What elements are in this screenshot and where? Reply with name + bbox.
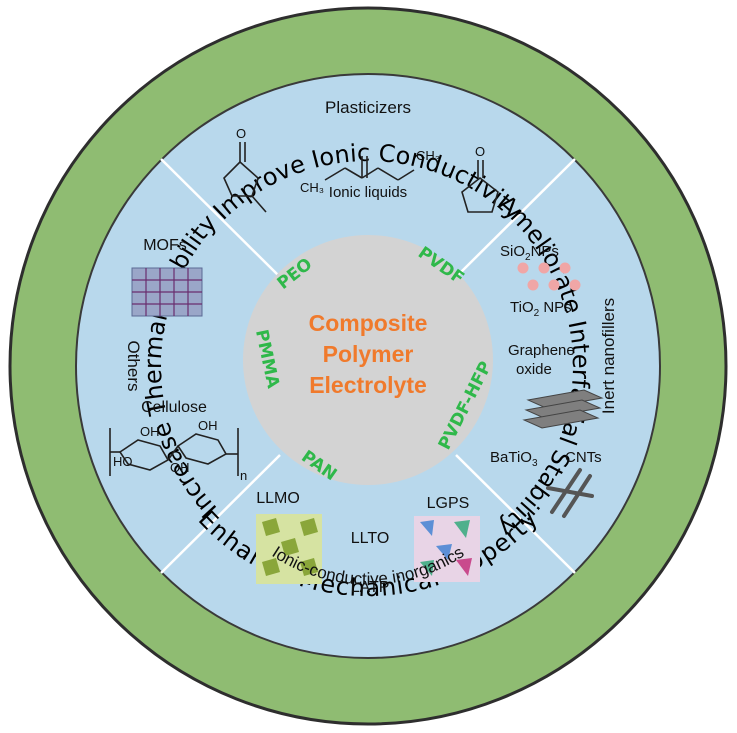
center-title-line3: Electrolyte <box>309 372 427 398</box>
svg-text:CH₃: CH₃ <box>300 180 324 195</box>
svg-text:CH₃: CH₃ <box>416 148 440 163</box>
propylene-carbonate-structure: O <box>223 126 267 213</box>
nanoparticles-dots <box>517 262 581 291</box>
lgps-structure-image <box>414 516 480 582</box>
center-disk <box>243 235 493 485</box>
cellulose-structure: OH OH HO OH n <box>109 418 247 483</box>
sector-right-title: Inert nanofillers <box>599 298 618 414</box>
svg-text:O: O <box>475 144 485 159</box>
ethylene-carbonate-structure: O <box>461 144 499 213</box>
sector-dividers <box>160 158 576 574</box>
batio3-label: BaTiO3 <box>490 449 538 469</box>
lgps-label: LGPS <box>427 495 470 512</box>
svg-text:O: O <box>236 126 246 141</box>
latp-label: LATP <box>351 579 390 596</box>
llmo-label: LLMO <box>256 490 300 507</box>
svg-text:OH: OH <box>140 424 160 439</box>
llmo-structure-image <box>256 514 322 584</box>
cellulose-label: Cellulose <box>141 399 207 416</box>
graphene-oxide-sheets <box>522 389 604 429</box>
dimethyl-carbonate-structure: CH₃ CH₃ <box>300 148 440 195</box>
ionic-liquids-label: Ionic liquids <box>329 184 407 201</box>
sio2-label: SiO2NPs <box>500 243 559 263</box>
cnts-label: CNTs <box>565 449 602 466</box>
mof-structure-image <box>131 267 203 317</box>
graphene-label-line1: Graphene <box>508 342 575 359</box>
svg-text:n: n <box>240 468 247 483</box>
center-title-line2: Polymer <box>323 341 414 367</box>
svg-text:HO: HO <box>113 454 133 469</box>
graphene-label-line2: oxide <box>516 361 552 378</box>
svg-text:OH: OH <box>198 418 218 433</box>
sector-top-title: Plasticizers <box>325 98 411 117</box>
center-title-line1: Composite <box>309 310 428 336</box>
mofs-label: MOFs <box>143 237 187 254</box>
cnts-image <box>546 468 594 518</box>
svg-text:OH: OH <box>170 460 190 475</box>
sector-left-title: Others <box>124 340 143 391</box>
tio2-label: TiO2 NPs <box>510 299 572 319</box>
llto-label: LLTO <box>351 530 390 547</box>
